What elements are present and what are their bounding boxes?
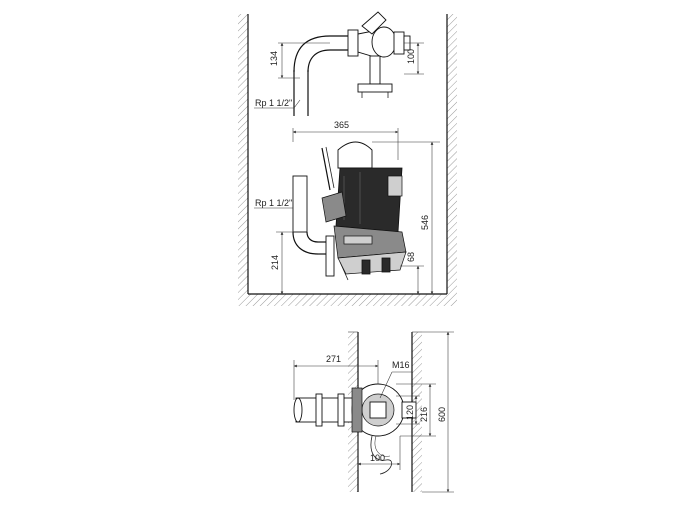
submersible-pump <box>321 141 407 281</box>
dimension-214: 214 <box>270 231 300 294</box>
dimension-216-label: 216 <box>419 407 429 422</box>
dimension-120-label: 120 <box>405 405 415 420</box>
pump-plan-view <box>293 383 417 475</box>
thread-callout-lower: Rp 1 1/2" <box>254 198 293 209</box>
dimension-546-label: 546 <box>420 215 430 230</box>
dimension-546: 546 <box>372 141 440 294</box>
upper-discharge-pipe <box>278 35 350 116</box>
dimension-216: 216 <box>396 383 436 437</box>
dimension-214-label: 214 <box>270 255 280 270</box>
dimension-600-label: 600 <box>437 407 447 422</box>
dimension-365-label: 365 <box>334 120 349 130</box>
lower-discharge-pipe <box>292 175 335 277</box>
dimension-100-valve: 100 <box>404 42 424 75</box>
dimension-100-plan: 100 <box>357 436 401 470</box>
dimension-600: 600 <box>422 331 454 493</box>
dimension-68: 68 <box>400 252 424 294</box>
pit-walls-side-view <box>238 14 457 306</box>
dimension-134-label: 134 <box>269 51 279 66</box>
dimension-100-plan-label: 100 <box>370 453 385 463</box>
dimension-365: 365 <box>292 120 399 160</box>
bolt-label-m16: M16 <box>392 360 410 370</box>
dimension-120: 120 <box>396 395 420 425</box>
thread-label-upper: Rp 1 1/2" <box>255 98 292 108</box>
dimension-68-label: 68 <box>406 252 416 262</box>
dimension-100-valve-label: 100 <box>406 49 416 64</box>
dimension-271: 271 <box>293 354 379 400</box>
thread-callout-upper: Rp 1 1/2" <box>254 98 301 109</box>
bolt-callout-m16: M16 <box>379 360 412 399</box>
check-valve <box>347 11 411 98</box>
thread-label-lower: Rp 1 1/2" <box>255 198 292 208</box>
dimension-134: 134 <box>269 43 284 78</box>
dimension-271-label: 271 <box>326 354 341 364</box>
